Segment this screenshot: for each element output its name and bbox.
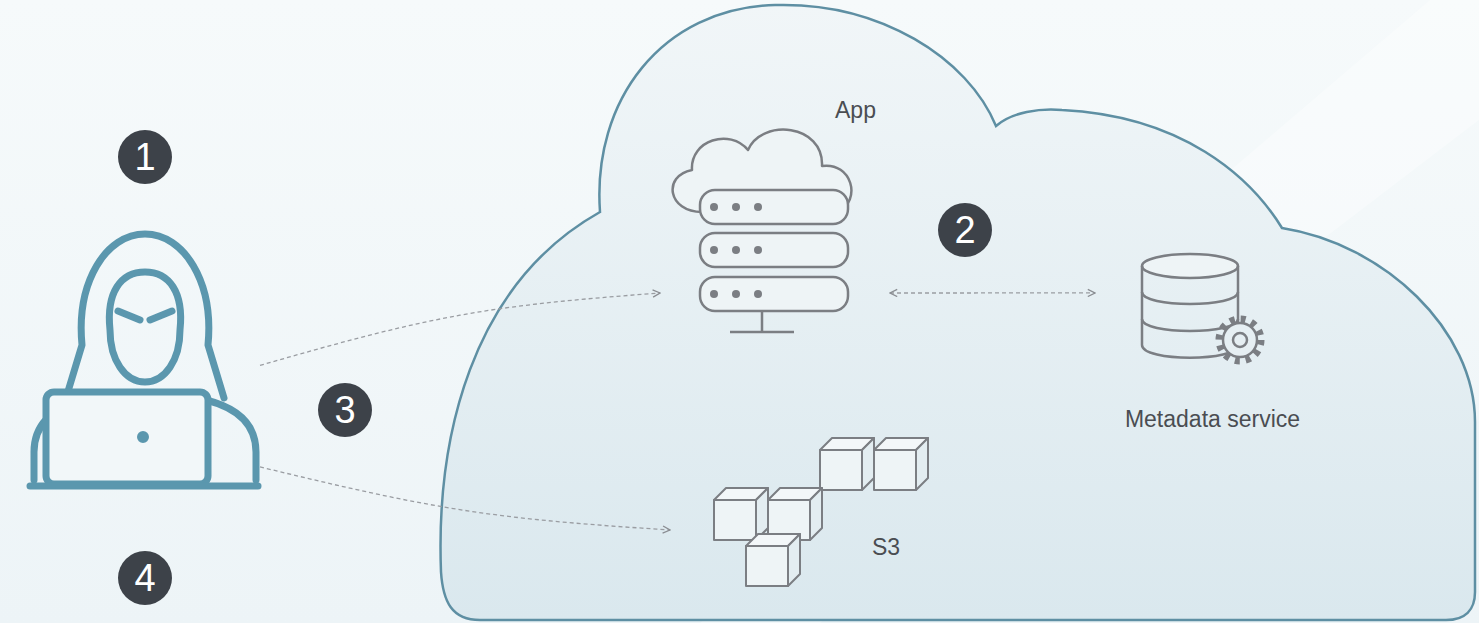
hacker-icon	[15, 225, 260, 495]
callout-number: 4	[118, 551, 172, 605]
cloud-region: App Metadata service S3	[435, 0, 1479, 623]
node-label: Metadata service	[1095, 406, 1330, 432]
node-label: S3	[872, 534, 900, 560]
s3-storage: S3	[670, 430, 950, 590]
callout-holder: 4	[118, 551, 172, 605]
callout-number: 3	[318, 383, 372, 437]
app-server: App	[660, 95, 890, 335]
callout-holder: 2	[938, 203, 992, 257]
callout-number: 2	[938, 203, 992, 257]
node-label: App	[835, 97, 876, 123]
callout-holder: 1	[118, 130, 172, 184]
bucket-cubes-icon	[670, 430, 950, 590]
metadata-service: Metadata service	[1095, 250, 1330, 440]
server-icon	[660, 95, 890, 335]
attacker-figure	[15, 225, 260, 495]
callout-number: 1	[118, 130, 172, 184]
callout-holder: 3	[318, 383, 372, 437]
cloud-outline	[435, 0, 1479, 623]
